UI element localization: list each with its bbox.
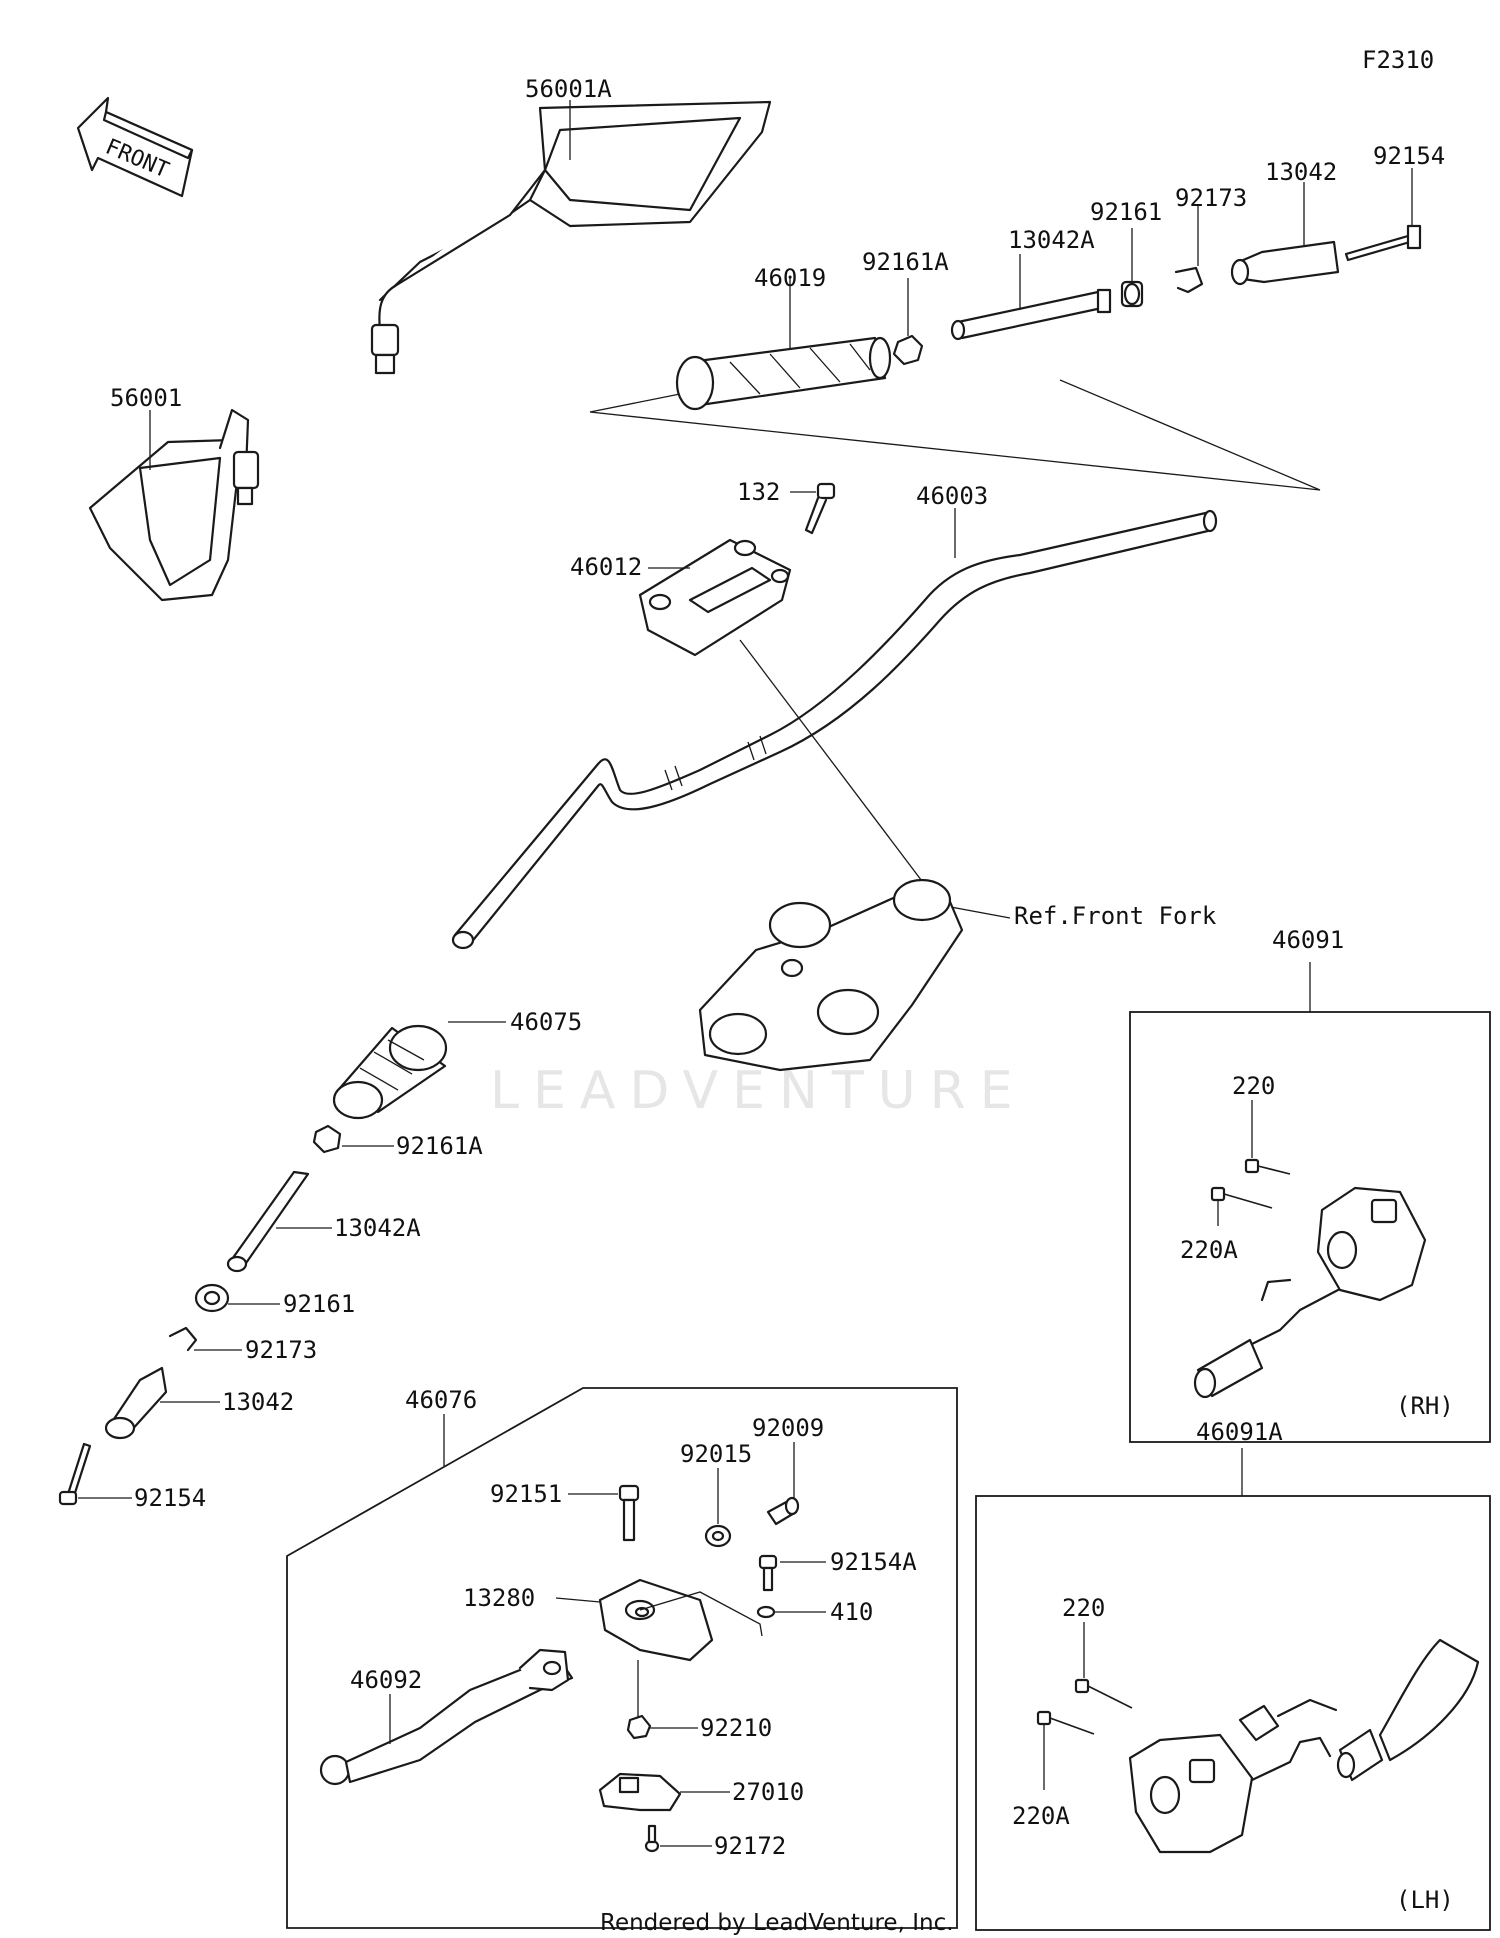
label-13042-top: 13042: [1265, 158, 1337, 186]
label-92161A-left: 92161A: [396, 1132, 483, 1160]
adjust-screw: [766, 1496, 800, 1526]
label-46012: 46012: [570, 553, 642, 581]
label-46092: 46092: [350, 1666, 422, 1694]
label-220A-lh: 220A: [1012, 1802, 1070, 1830]
switch-rh-box: [1129, 1011, 1491, 1443]
label-46003: 46003: [916, 482, 988, 510]
bolt-left: [58, 1442, 92, 1506]
bar-end-weight-right: [1230, 240, 1340, 286]
label-92161-top: 92161: [1090, 198, 1162, 226]
screw-220-rh: [1244, 1158, 1291, 1175]
pivot-bolt: [618, 1484, 640, 1542]
grip-left: [332, 1024, 448, 1120]
screw-220-lh: [1074, 1678, 1133, 1709]
switch-screw: [758, 1554, 778, 1592]
label-46075: 46075: [510, 1008, 582, 1036]
label-92173-top: 92173: [1175, 184, 1247, 212]
label-92154-left: 92154: [134, 1484, 206, 1512]
nut-92210: [626, 1714, 652, 1740]
label-92161A-top: 92161A: [862, 248, 949, 276]
screw-220A-lh: [1036, 1710, 1095, 1735]
label-13042-left: 13042: [222, 1388, 294, 1416]
brake-lever: [319, 1648, 574, 1786]
clip-left: [168, 1326, 198, 1352]
nut-right: [892, 334, 924, 366]
label-410: 410: [830, 1598, 873, 1626]
collar-left: [194, 1283, 230, 1313]
weight-rod-right: [950, 288, 1112, 341]
label-lh: (LH): [1396, 1886, 1454, 1914]
label-92154-top: 92154: [1373, 142, 1445, 170]
label-13042A-top: 13042A: [1008, 226, 1095, 254]
weight-rod-left: [226, 1170, 310, 1273]
label-46091A: 46091A: [1196, 1418, 1283, 1446]
label-46091: 46091: [1272, 926, 1344, 954]
switch-lh-box: [975, 1495, 1491, 1931]
switch-housing-lh: [1128, 1638, 1480, 1854]
leader-13280: [555, 1597, 601, 1603]
bar-end-weight-left: [104, 1366, 168, 1440]
label-13280: 13280: [463, 1584, 535, 1612]
label-92151: 92151: [490, 1480, 562, 1508]
label-rh: (RH): [1396, 1392, 1454, 1420]
label-92154A: 92154A: [830, 1548, 917, 1576]
label-13042A-left: 13042A: [334, 1214, 421, 1242]
clip-right: [1174, 266, 1204, 294]
label-92015: 92015: [680, 1440, 752, 1468]
upper-fork-bracket: [698, 878, 964, 1072]
bolt-right: [1344, 224, 1422, 262]
label-46076: 46076: [405, 1386, 477, 1414]
switch-screw-small: [644, 1824, 660, 1853]
handlebar: [451, 509, 1218, 950]
brake-switch: [598, 1772, 682, 1812]
collar-right: [1120, 280, 1144, 308]
lever-assembly-box: [286, 1387, 958, 1929]
label-56001A: 56001A: [525, 75, 612, 103]
label-220-rh: 220: [1232, 1072, 1275, 1100]
label-92172: 92172: [714, 1832, 786, 1860]
label-132: 132: [737, 478, 780, 506]
nut-left: [312, 1124, 342, 1154]
mirror-right: [370, 100, 772, 375]
label-92161-left: 92161: [283, 1290, 355, 1318]
label-220A-rh: 220A: [1180, 1236, 1238, 1264]
label-27010: 27010: [732, 1778, 804, 1806]
switch-housing-rh: [1193, 1186, 1427, 1399]
leader-bracket-route: [639, 1591, 763, 1637]
clamp-bolt: [804, 482, 836, 535]
leader-grip-group: [589, 379, 1321, 491]
footer-credit: Rendered by LeadVenture, Inc.: [600, 1910, 954, 1936]
lever-bracket: [598, 1578, 714, 1662]
washer-410: [756, 1605, 776, 1619]
handlebar-holder: [638, 538, 792, 657]
figure-code: F2310: [1362, 46, 1434, 74]
mirror-left: [88, 408, 260, 602]
grip-right: [675, 336, 892, 411]
label-220-lh: 220: [1062, 1594, 1105, 1622]
label-ref-front-fork: Ref.Front Fork: [1014, 902, 1217, 930]
label-92173-left: 92173: [245, 1336, 317, 1364]
screw-220A-rh: [1210, 1186, 1273, 1209]
watermark-text: LEADVENTURE: [490, 1061, 1027, 1121]
bushing: [704, 1524, 732, 1548]
front-arrow-icon: FRONT: [76, 96, 194, 198]
label-92009: 92009: [752, 1414, 824, 1442]
label-56001: 56001: [110, 384, 182, 412]
label-92210: 92210: [700, 1714, 772, 1742]
label-46019: 46019: [754, 264, 826, 292]
